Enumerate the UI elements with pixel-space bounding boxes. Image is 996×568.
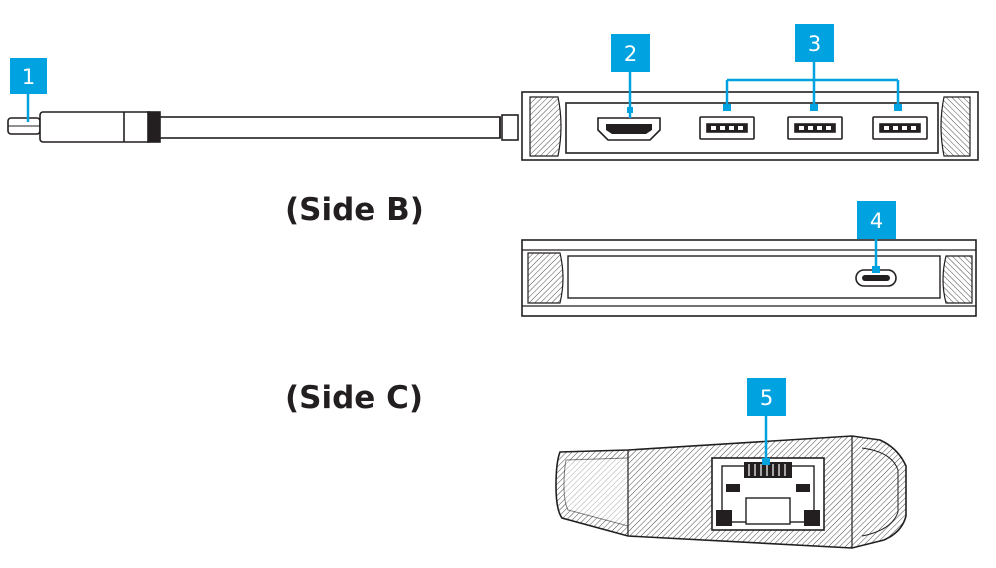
callout-5: 5 (747, 378, 786, 465)
callout-3: 3 (723, 24, 902, 111)
hub-side-c (555, 435, 907, 549)
callout-1-number: 1 (22, 65, 35, 89)
callout-5-number: 5 (760, 386, 773, 410)
side-b-title: (Side B) (285, 192, 424, 228)
callout-4-number: 4 (870, 209, 883, 233)
cable-wire (159, 116, 501, 139)
usb-c-port (855, 269, 897, 287)
ethernet-port (711, 457, 825, 531)
strain-relief (501, 114, 519, 141)
usb-a-port (872, 116, 928, 140)
callout-4: 4 (857, 201, 896, 273)
hub-side-a (521, 91, 979, 161)
usb-a-port (699, 116, 755, 140)
usb-a-port (787, 116, 843, 140)
side-c-title: (Side C) (285, 380, 423, 416)
callout-2-number: 2 (624, 42, 637, 66)
usb-c-plug-body (39, 111, 153, 143)
hub-side-b (521, 239, 977, 317)
callout-3-number: 3 (808, 32, 821, 56)
usb-c-cable (7, 111, 519, 143)
callout-1: 1 (10, 58, 47, 122)
hdmi-port (597, 117, 661, 141)
callout-2: 2 (611, 34, 650, 118)
